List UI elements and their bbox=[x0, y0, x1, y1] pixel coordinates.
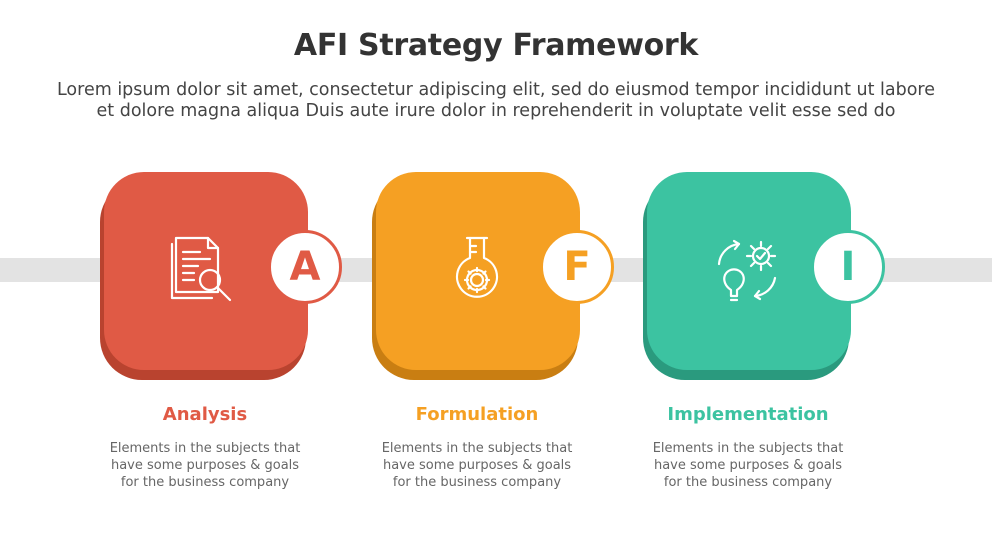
description-line: for the business company bbox=[392, 475, 562, 490]
description-line: Elements in the subjects that bbox=[652, 441, 844, 456]
step-description: Elements in the subjects that have some … bbox=[352, 440, 602, 491]
step-title: Formulation bbox=[415, 404, 539, 425]
step-description: Elements in the subjects that have some … bbox=[623, 440, 873, 491]
step-description: Elements in the subjects that have some … bbox=[80, 440, 330, 491]
page-title: AFI Strategy Framework bbox=[293, 28, 699, 63]
description-line: for the business company bbox=[663, 475, 833, 490]
description-line: Elements in the subjects that bbox=[109, 441, 301, 456]
badge-letter: I bbox=[811, 230, 885, 304]
step-title: Implementation bbox=[667, 404, 829, 425]
step-analysis: A Analysis Elements in the subjects that… bbox=[100, 172, 350, 502]
page-subtitle: Lorem ipsum dolor sit amet, consectetur … bbox=[40, 80, 952, 122]
description-line: for the business company bbox=[120, 475, 290, 490]
step-implementation: I Implementation Elements in the subject… bbox=[643, 172, 893, 502]
step-title: Analysis bbox=[162, 404, 248, 425]
description-line: Elements in the subjects that bbox=[381, 441, 573, 456]
subtitle-line: Lorem ipsum dolor sit amet, consectetur … bbox=[56, 80, 936, 100]
gear-bulb-cycle-icon bbox=[717, 239, 777, 302]
description-line: have some purposes & goals bbox=[382, 458, 572, 473]
badge-letter: F bbox=[540, 230, 614, 304]
subtitle-line: et dolore magna aliqua Duis aute irure d… bbox=[96, 101, 896, 121]
description-line: have some purposes & goals bbox=[653, 458, 843, 473]
flask-gear-icon bbox=[455, 236, 499, 298]
step-formulation: F Formulation Elements in the subjects t… bbox=[372, 172, 622, 502]
badge-letter: A bbox=[268, 230, 342, 304]
document-search-icon bbox=[170, 236, 232, 302]
description-line: have some purposes & goals bbox=[110, 458, 300, 473]
